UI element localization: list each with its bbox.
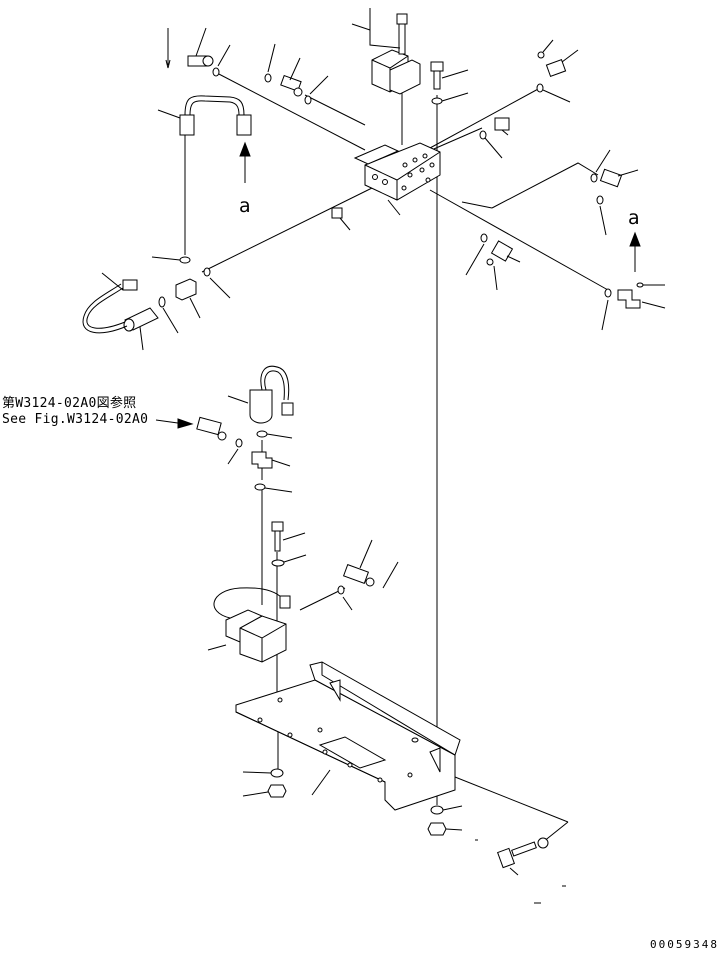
lower-valve-block	[208, 588, 290, 662]
fittings-top-right	[480, 40, 638, 235]
top-solenoid-valve	[352, 8, 420, 94]
fittings-lower	[338, 540, 398, 610]
mounting-bracket	[236, 662, 460, 810]
view-mark-a-left: a	[239, 195, 251, 217]
fittings-top-left	[166, 28, 328, 104]
main-valve-block	[355, 143, 440, 200]
fittings-mid	[332, 200, 520, 290]
pressure-switch-middle	[228, 366, 293, 492]
bolt-top	[431, 62, 468, 104]
drawing-code: 00059348	[650, 938, 719, 951]
pressure-switch-left	[83, 257, 230, 350]
reference-japanese: 第W3124-02A0図参照	[2, 396, 137, 411]
bolt-middle	[272, 522, 306, 566]
view-arrow-left	[240, 143, 250, 183]
view-mark-a-right: a	[628, 207, 640, 229]
elbow-right	[602, 283, 665, 330]
reference-fitting	[156, 417, 242, 464]
reference-english: See Fig.W3124-02A0	[2, 412, 149, 427]
view-arrow-right	[630, 233, 640, 272]
bracket-hardware	[243, 769, 566, 903]
hose-assembly	[158, 96, 251, 135]
